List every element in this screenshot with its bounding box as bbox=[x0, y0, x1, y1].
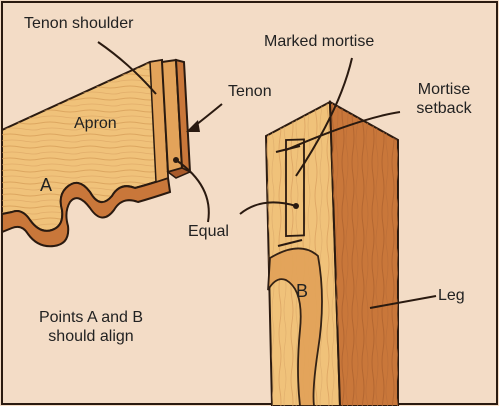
point-a-label: A bbox=[40, 176, 52, 195]
tenon-label: Tenon bbox=[228, 82, 272, 101]
mortise-setback-line2: setback bbox=[402, 99, 486, 118]
apron bbox=[2, 60, 170, 246]
mortise-setback-label: Mortise setback bbox=[402, 80, 486, 118]
leg-label: Leg bbox=[438, 286, 465, 305]
point-b-label: B bbox=[296, 282, 308, 301]
alignment-note-line1: Points A and B bbox=[12, 308, 170, 327]
tenon-shoulder-label: Tenon shoulder bbox=[24, 14, 133, 33]
mortise-setback-line1: Mortise bbox=[402, 80, 486, 99]
equal-label: Equal bbox=[188, 222, 229, 241]
apron-label: Apron bbox=[74, 114, 117, 133]
alignment-note-line2: should align bbox=[12, 327, 170, 346]
leg bbox=[266, 102, 398, 406]
marked-mortise-label: Marked mortise bbox=[264, 32, 374, 51]
tenon-point-dot bbox=[173, 157, 179, 163]
mortise-point-dot bbox=[293, 203, 299, 209]
alignment-note: Points A and B should align bbox=[12, 308, 170, 346]
